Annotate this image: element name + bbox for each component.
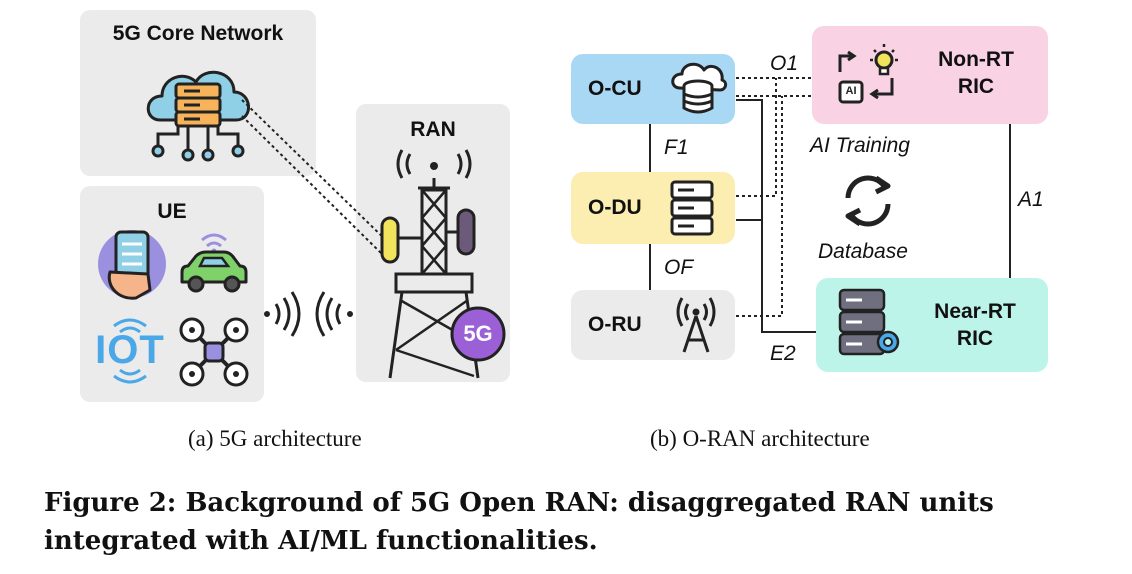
a1-label: A1 <box>1018 188 1044 211</box>
ocu-label: O-CU <box>588 77 642 100</box>
e2-label: E2 <box>770 342 796 365</box>
sync-arrows-icon <box>845 175 891 227</box>
wireless-signal-icon <box>264 291 353 337</box>
cloud-server-icon <box>146 70 250 162</box>
o1-label: O1 <box>770 52 799 75</box>
ue-title: UE <box>157 200 187 223</box>
oru-label: O-RU <box>588 313 642 336</box>
near-rt-ric-line2: RIC <box>956 327 994 350</box>
drone-icon <box>179 317 249 387</box>
non-rt-ric-line2: RIC <box>957 75 995 98</box>
iot-waves-icon <box>113 318 147 384</box>
near-rt-ric-line1: Near-RT <box>934 300 1016 323</box>
database-label: Database <box>818 240 908 263</box>
figure-caption: Figure 2: Background of 5G Open RAN: dis… <box>44 488 994 556</box>
ai-training-label: AI Training <box>810 134 910 157</box>
connected-car-icon <box>180 233 248 293</box>
non-rt-ric-line1: Non-RT <box>938 48 1014 71</box>
database-gear-icon <box>838 288 900 356</box>
caption-a: (a) 5G architecture <box>188 426 362 451</box>
ai-lightbulb-icon <box>838 44 898 104</box>
f1-label: F1 <box>664 136 689 159</box>
core-network-title: 5G Core Network <box>112 22 284 45</box>
ai-chip-label: AI <box>845 85 857 97</box>
5g-badge: 5G <box>463 321 493 346</box>
caption-b: (b) O-RAN architecture <box>650 426 870 451</box>
smartphone-icon <box>98 230 166 300</box>
non-rt-ric-box <box>812 26 1048 124</box>
server-rack-icon <box>670 180 714 236</box>
cell-tower-icon <box>380 149 506 379</box>
odu-label: O-DU <box>588 196 642 219</box>
antenna-icon <box>676 297 716 353</box>
ran-title: RAN <box>410 118 456 141</box>
of-label: OF <box>664 256 694 279</box>
iot-label: IOT <box>95 328 165 372</box>
cloud-database-icon <box>671 62 728 114</box>
